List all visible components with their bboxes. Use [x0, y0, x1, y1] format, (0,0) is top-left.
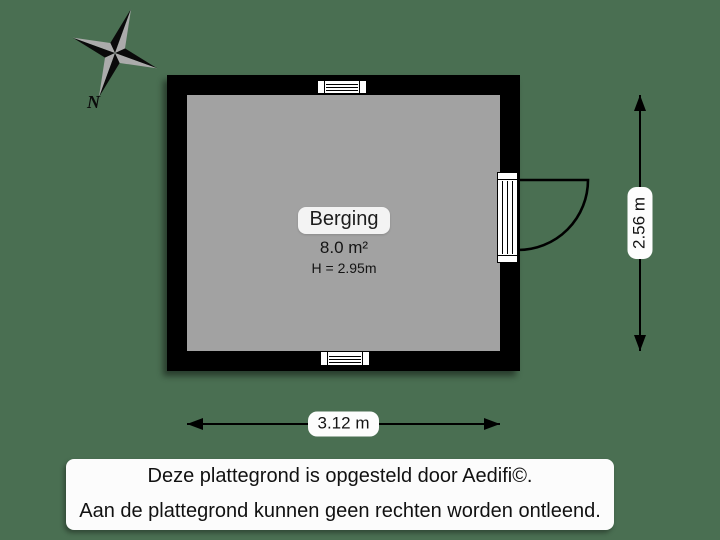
window-cap [320, 351, 328, 366]
footer-disclaimer-box: Deze plattegrond is opgesteld door Aedif… [66, 459, 614, 530]
door-pane-line [512, 181, 513, 254]
dimension-height-label: 2.56 m [627, 187, 653, 259]
compass-north-label: N [87, 92, 100, 112]
dimension-width-label: 3.12 m [307, 411, 380, 437]
window-pane-line [329, 359, 361, 360]
arrowhead-up-icon [634, 95, 646, 111]
room-ceiling-height-label: H = 2.95m [311, 260, 377, 276]
footer-line-2: Aan de plattegrond kunnen geen rechten w… [79, 500, 601, 522]
window-top-icon [317, 80, 367, 94]
door-cap [497, 172, 518, 180]
arrowhead-down-icon [634, 335, 646, 351]
window-cap [317, 80, 325, 94]
window-pane-line [329, 362, 361, 363]
window-pane-line [329, 356, 361, 357]
footer-line-1: Deze plattegrond is opgesteld door Aedif… [147, 465, 533, 487]
door-frame-icon [497, 172, 518, 263]
room-name-badge: Berging [297, 207, 391, 234]
compass-icon [72, 8, 158, 98]
door-swing-icon [517, 178, 590, 252]
arrowhead-left-icon [187, 418, 203, 430]
window-pane-line [326, 90, 358, 91]
door-pane-line [502, 181, 503, 254]
dimension-height: 2.56 m [627, 95, 653, 351]
door-cap [497, 255, 518, 263]
room-label-group: Berging 8.0 m² H = 2.95m [244, 207, 444, 276]
window-bottom-icon [320, 351, 370, 366]
window-pane-line [326, 87, 358, 88]
room-area-label: 8.0 m² [319, 238, 369, 257]
window-pane-line [326, 84, 358, 85]
arrowhead-right-icon [484, 418, 500, 430]
window-cap [362, 351, 370, 366]
dimension-width: 3.12 m [187, 411, 500, 437]
door-pane-line [507, 181, 508, 254]
window-cap [359, 80, 367, 94]
